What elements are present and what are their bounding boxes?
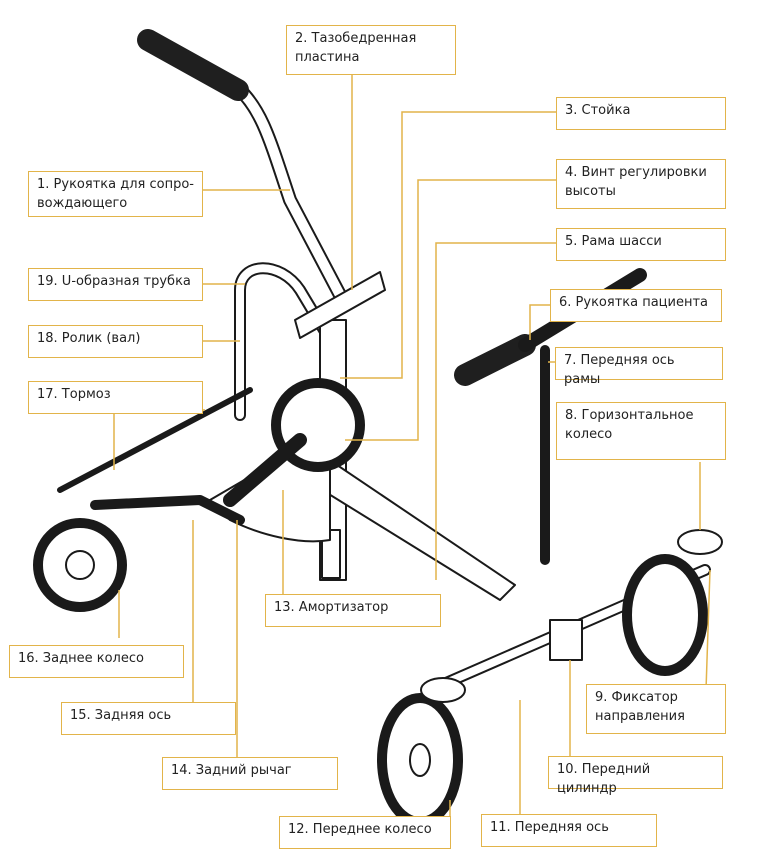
front-cylinder: [549, 619, 583, 661]
shock-absorber: [223, 433, 307, 507]
label-4: 4. Винт регулировки высоты: [556, 159, 726, 209]
label-10: 10. Передний цилиндр: [548, 756, 723, 796]
label-12: 12. Переднее колесо: [279, 816, 451, 849]
label-2: 2. Тазобедренная пластина: [286, 25, 456, 75]
label-17: 17. Тормоз: [28, 381, 203, 414]
label-7: 7. Передняя ось рамы: [555, 347, 723, 387]
label-8: 8. Горизонтальное колесо: [556, 402, 726, 460]
label-3: 3. Стойка: [556, 97, 726, 130]
label-13: 13. Амортизатор: [265, 594, 441, 627]
label-9: 9. Фиксатор направления: [586, 684, 726, 734]
horizontal-wheel-left: [420, 677, 466, 703]
brake-rod: [57, 387, 253, 493]
label-19: 19. U-образная трубка: [28, 268, 203, 301]
front-wheel-right: [622, 554, 708, 676]
label-5: 5. Рама шасси: [556, 228, 726, 261]
label-18: 18. Ролик (вал): [28, 325, 203, 358]
rear-axle: [90, 495, 245, 525]
label-11: 11. Передняя ось: [481, 814, 657, 847]
horizontal-wheel-right: [677, 529, 723, 555]
label-6: 6. Рукоятка пациента: [550, 289, 722, 322]
label-15: 15. Задняя ось: [61, 702, 236, 735]
label-1: 1. Рукоятка для сопро- вождающего: [28, 171, 203, 217]
patient-handle-grip: [454, 334, 536, 386]
label-14: 14. Задний рычаг: [162, 757, 338, 790]
attendant-handle-grip: [137, 29, 249, 101]
label-16: 16. Заднее колесо: [9, 645, 184, 678]
